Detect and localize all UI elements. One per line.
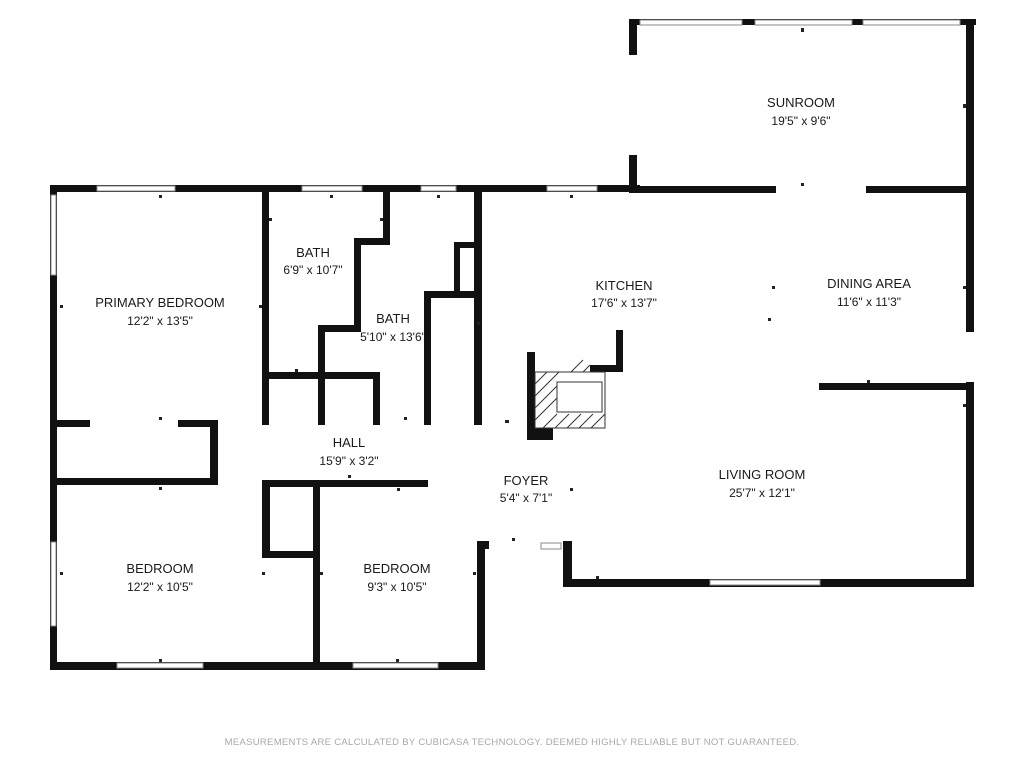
room-bedroom-2: BEDROOM 9'3" x 10'5" — [363, 561, 430, 594]
room-name: BATH — [296, 245, 330, 260]
room-name: BEDROOM — [363, 561, 430, 576]
room-dims: 12'2" x 10'5" — [127, 580, 193, 594]
room-name: PRIMARY BEDROOM — [95, 295, 225, 310]
room-name: DINING AREA — [827, 276, 911, 291]
room-dims: 17'6" x 13'7" — [591, 296, 657, 310]
room-name: KITCHEN — [595, 278, 652, 293]
room-foyer: FOYER 5'4" x 7'1" — [500, 473, 552, 505]
room-dims: 19'5" x 9'6" — [771, 114, 830, 128]
room-name: SUNROOM — [767, 95, 835, 110]
windows — [50, 19, 961, 669]
room-bath-2: BATH 5'10" x 13'6" — [360, 311, 426, 344]
room-name: BATH — [376, 311, 410, 326]
room-dims: 9'3" x 10'5" — [367, 580, 426, 594]
room-dining-area: DINING AREA 11'6" x 11'3" — [827, 276, 911, 309]
room-name: BEDROOM — [126, 561, 193, 576]
room-primary-bedroom: PRIMARY BEDROOM 12'2" x 13'5" — [95, 295, 225, 328]
disclaimer-text: MEASUREMENTS ARE CALCULATED BY CUBICASA … — [225, 737, 800, 748]
room-living-room: LIVING ROOM 25'7" x 12'1" — [719, 467, 806, 500]
room-dims: 5'10" x 13'6" — [360, 330, 426, 344]
fireplace — [534, 359, 606, 429]
room-name: FOYER — [504, 473, 549, 488]
opening-ticks — [60, 28, 966, 662]
room-dims: 6'9" x 10'7" — [283, 263, 342, 277]
room-dims: 11'6" x 11'3" — [837, 295, 901, 309]
room-dims: 15'9" x 3'2" — [319, 454, 378, 468]
room-dims: 5'4" x 7'1" — [500, 491, 552, 505]
room-name: LIVING ROOM — [719, 467, 806, 482]
room-kitchen: KITCHEN 17'6" x 13'7" — [591, 278, 657, 310]
room-bedroom-1: BEDROOM 12'2" x 10'5" — [126, 561, 193, 594]
room-bath-1: BATH 6'9" x 10'7" — [283, 245, 342, 277]
room-dims: 25'7" x 12'1" — [729, 486, 795, 500]
room-hall: HALL 15'9" x 3'2" — [319, 435, 378, 468]
room-name: HALL — [333, 435, 366, 450]
room-dims: 12'2" x 13'5" — [127, 314, 193, 328]
room-sunroom: SUNROOM 19'5" x 9'6" — [767, 95, 835, 128]
